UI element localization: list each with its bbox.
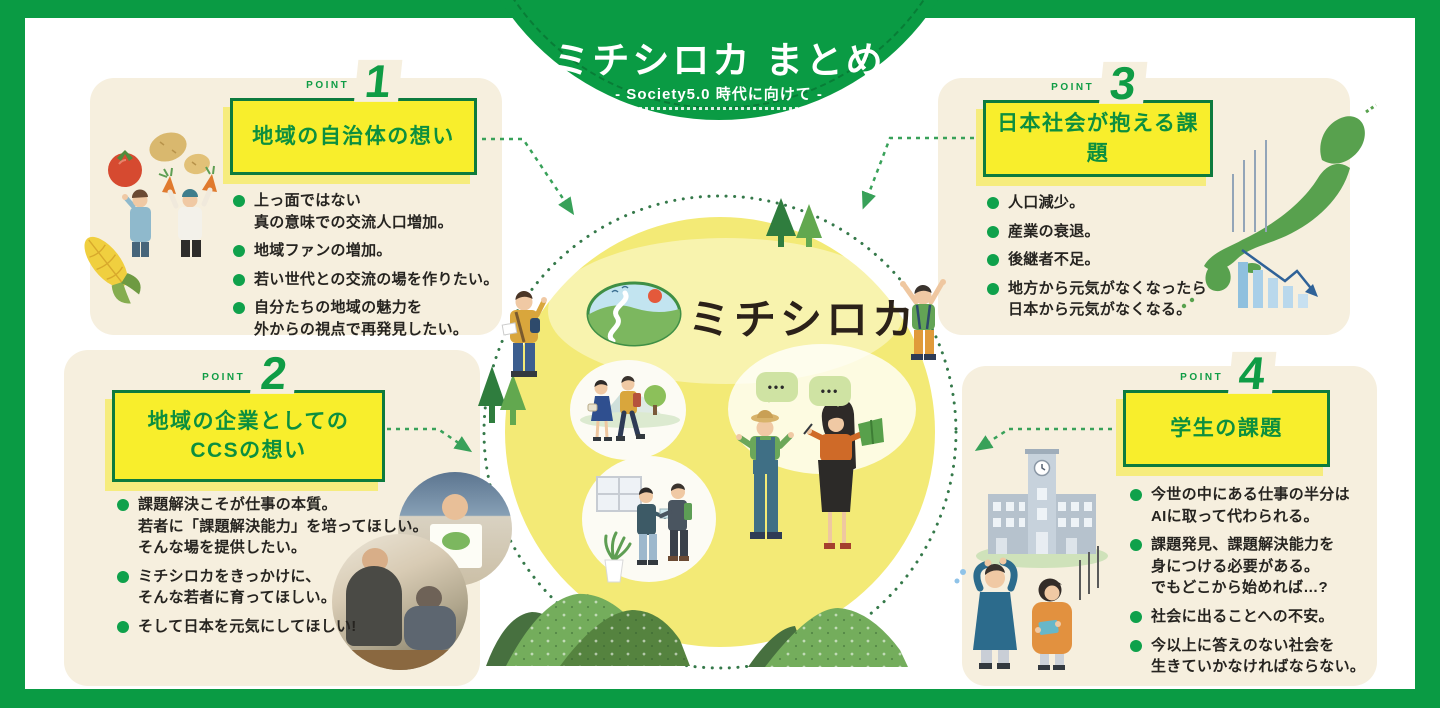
point3-bullet-list: 人口減少。 産業の衰退。 後継者不足。 地方から元気がなくなったら 日本から元気…	[987, 192, 1327, 321]
point2-bullet-list: 課題解決こそが仕事の本質。 若者に「課題解決能力」を培ってほしい。 そんな場を提…	[117, 494, 483, 638]
bullet-item: 若い世代との交流の場を作りたい。	[233, 269, 505, 291]
point1-badge: POINT 1	[306, 55, 403, 107]
bullet-item: そして日本を元気にしてほしい!	[117, 616, 483, 638]
photo-desk	[332, 650, 468, 670]
couple-scene-blob	[570, 360, 686, 460]
bullet-item: ミチシロカをきっかけに、 そんな若者に育ってほしい。	[117, 566, 483, 609]
bullet-dot-icon	[987, 282, 999, 295]
farmer-scene-blob	[728, 344, 916, 474]
bullet-dot-icon	[1130, 639, 1142, 652]
point1-bullet-list: 上っ面ではない 真の意味での交流人口増加。 地域ファンの増加。 若い世代との交流…	[233, 190, 505, 341]
bullet-item: 人口減少。	[987, 192, 1327, 214]
speech-dots: •••	[820, 384, 840, 398]
bullet-item: 社会に出ることへの不安。	[1130, 606, 1396, 628]
point-label: POINT	[1180, 372, 1224, 384]
point-label: POINT	[306, 80, 350, 92]
point2-title: 地域の企業としての CCSの想い	[147, 409, 350, 462]
point-number: 3	[1099, 57, 1148, 109]
students-scene-blob	[582, 456, 716, 582]
page-subtitle: - Society5.0 時代に向けて -	[615, 86, 823, 103]
point1-title: 地域の自治体の想い	[252, 124, 455, 148]
bullet-item: 地域ファンの増加。	[233, 240, 505, 262]
point4-badge: POINT 4	[1180, 347, 1277, 399]
point4-title: 学生の課題	[1170, 416, 1283, 440]
bullet-item: 今世の中にある仕事の半分は AIに取って代わられる。	[1130, 484, 1396, 527]
page-title: ミチシロカ まとめ	[552, 40, 886, 81]
bullet-item: 上っ面ではない 真の意味での交流人口増加。	[233, 190, 505, 233]
bullet-item: 地方から元気がなくなったら 日本から元気がなくなる。	[987, 278, 1327, 321]
bullet-item: 今以上に答えのない社会を 生きていかなければならない。	[1130, 635, 1396, 678]
bullet-dot-icon	[987, 225, 999, 238]
bullet-dot-icon	[233, 245, 245, 258]
point-label: POINT	[202, 372, 246, 384]
bullet-dot-icon	[987, 254, 999, 267]
bullet-dot-icon	[1130, 539, 1142, 552]
point4-title-box: 学生の課題	[1123, 390, 1330, 467]
bullet-dot-icon	[987, 197, 999, 209]
bullet-dot-icon	[117, 620, 129, 633]
bullet-item: 産業の衰退。	[987, 221, 1327, 243]
bullet-item: 課題発見、課題解決能力を 身につける必要がある。 でもどこから始めれば…?	[1130, 534, 1396, 599]
point2-title-box: 地域の企業としての CCSの想い	[112, 390, 385, 482]
bullet-dot-icon	[1130, 489, 1142, 501]
photo-person-face	[442, 494, 468, 520]
point-number: 1	[354, 55, 403, 107]
speech-bubble-icon: •••	[756, 372, 798, 402]
bullet-item: 後継者不足。	[987, 249, 1327, 271]
bullet-dot-icon	[233, 273, 245, 286]
bullet-dot-icon	[1130, 610, 1142, 623]
bullet-dot-icon	[117, 570, 129, 583]
point2-badge: POINT 2	[202, 347, 299, 399]
bullet-dot-icon	[233, 302, 245, 315]
photo-person-body	[404, 606, 456, 650]
speech-dots: •••	[767, 380, 787, 394]
bullet-dot-icon	[233, 195, 245, 207]
point4-bullet-list: 今世の中にある仕事の半分は AIに取って代わられる。 課題発見、課題解決能力を …	[1130, 484, 1396, 678]
point3-title-box: 日本社会が抱える課題	[983, 100, 1213, 177]
point3-title: 日本社会が抱える課題	[997, 112, 1199, 165]
point1-title-box: 地域の自治体の想い	[230, 98, 477, 175]
bullet-item: 課題解決こそが仕事の本質。 若者に「課題解決能力」を培ってほしい。 そんな場を提…	[117, 494, 483, 559]
photo-team-working	[332, 534, 468, 670]
photo-sign-logo	[442, 532, 470, 550]
point3-badge: POINT 3	[1051, 57, 1148, 109]
photo-person-body	[346, 566, 402, 646]
header-dotted-line	[580, 107, 858, 110]
bullet-item: 自分たちの地域の魅力を 外からの視点で再発見したい。	[233, 297, 505, 340]
speech-bubble-icon: •••	[809, 376, 851, 406]
point-number: 4	[1228, 347, 1277, 399]
point-label: POINT	[1051, 82, 1095, 94]
point-number: 2	[250, 347, 299, 399]
bullet-dot-icon	[117, 499, 129, 511]
logo-text: ミチシロカ	[688, 296, 919, 343]
